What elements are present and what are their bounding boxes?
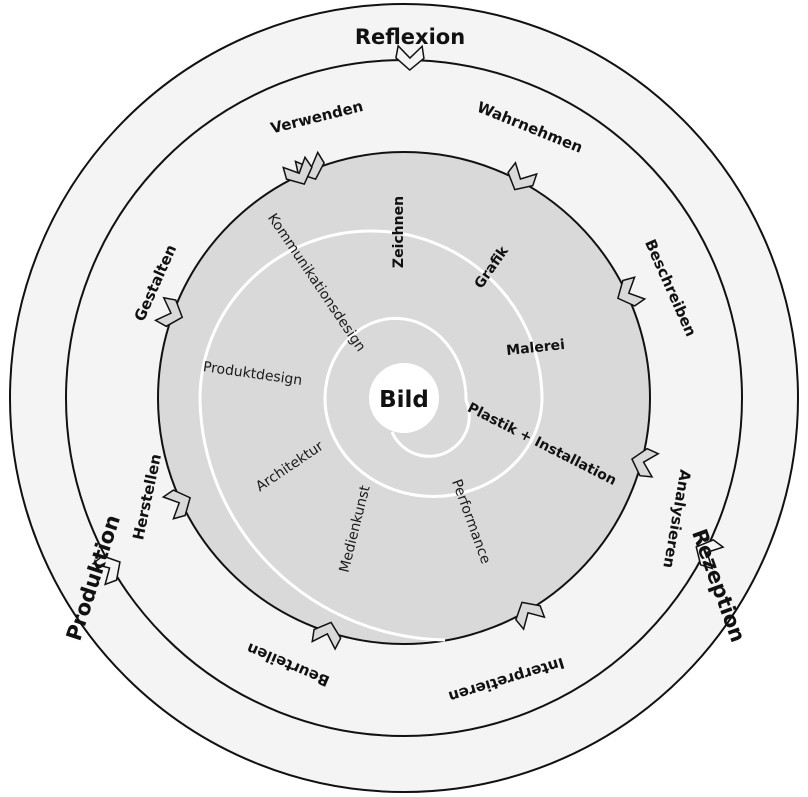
inner-arrow-notches xyxy=(153,150,660,651)
field-zeichnen: Zeichnen xyxy=(391,196,407,268)
arrow-notch-icon xyxy=(161,489,192,520)
arrow-notch-icon xyxy=(631,447,660,478)
arrow-notch-icon xyxy=(282,155,313,186)
arrow-notch-icon xyxy=(91,555,121,586)
arrow-notch-icon xyxy=(395,44,425,72)
arrow-notch-icon xyxy=(153,296,184,328)
field-malerei: Malerei xyxy=(505,337,565,359)
arrow-notch-icon xyxy=(515,601,546,631)
label-reflexion: Reflexion xyxy=(355,25,465,49)
spiral xyxy=(198,229,544,642)
center-label: Bild xyxy=(379,387,429,413)
arrow-notch-icon xyxy=(311,621,342,651)
arrow-notch-icon xyxy=(507,161,538,191)
arrow-notch-icon xyxy=(616,276,647,307)
outer-arrow-notches xyxy=(91,44,725,586)
arrow-notch-icon xyxy=(695,539,725,570)
center-circle xyxy=(369,363,439,433)
